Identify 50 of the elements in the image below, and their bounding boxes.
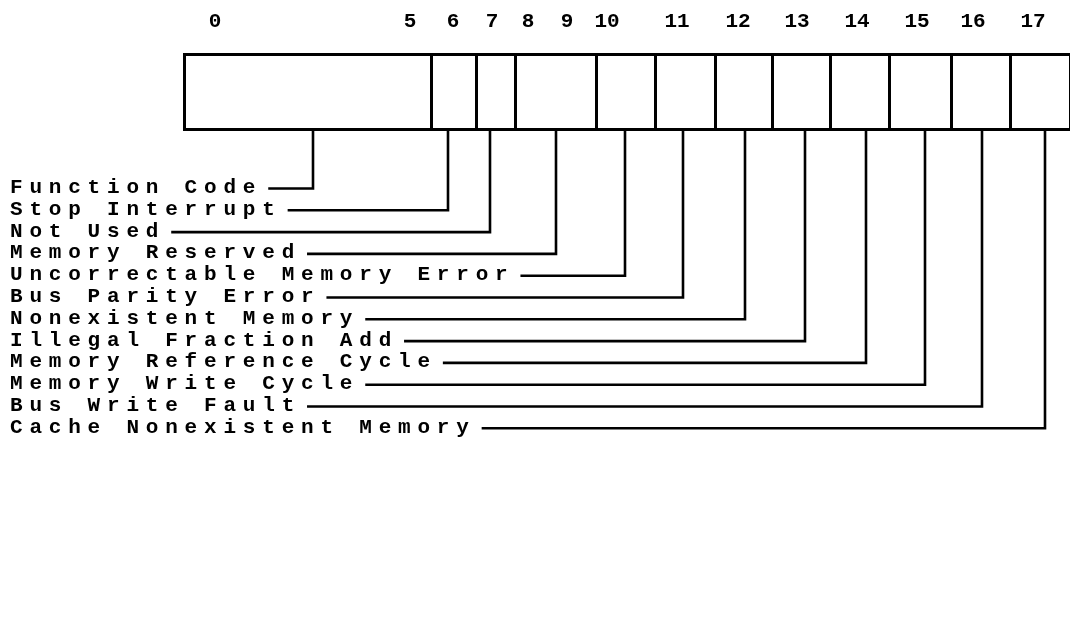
bit-field-box <box>654 53 717 131</box>
field-description: Cache Nonexistent Memory <box>10 416 476 438</box>
bit-number: 13 <box>784 10 810 34</box>
bit-number: 8 <box>521 10 535 34</box>
bit-number: 5 <box>403 10 417 34</box>
leader-line <box>326 131 685 299</box>
leader-line <box>404 131 807 343</box>
field-description: Memory Reference Cycle <box>10 351 437 373</box>
bit-number: 14 <box>844 10 870 34</box>
bit-field-box <box>888 53 953 131</box>
leader-line <box>520 131 627 277</box>
bit-number: 15 <box>904 10 930 34</box>
bit-field-box <box>771 53 832 131</box>
bit-field-box <box>430 53 478 131</box>
bit-field-box <box>714 53 774 131</box>
leader-line <box>442 131 868 365</box>
bit-field-box <box>475 53 517 131</box>
leader-line <box>171 131 492 234</box>
field-description: Bus Parity Error <box>10 286 321 307</box>
bit-number: 0 <box>208 10 222 34</box>
field-description: Function Code <box>10 177 263 198</box>
leader-line <box>268 131 315 190</box>
bit-number: 17 <box>1020 10 1046 34</box>
bit-number: 10 <box>594 10 620 34</box>
bit-number: 6 <box>446 10 460 34</box>
bit-number: 7 <box>485 10 499 34</box>
leader-line <box>365 131 927 386</box>
bit-field-box <box>950 53 1012 131</box>
bit-number: 11 <box>664 10 690 34</box>
field-description: Memory Reserved <box>10 242 302 264</box>
bit-field-box <box>1009 53 1070 131</box>
field-description: Memory Write Cycle <box>10 373 360 395</box>
bit-number: 9 <box>560 10 574 34</box>
bit-number: 12 <box>725 10 751 34</box>
field-description: Illegal Fraction Add <box>10 329 399 351</box>
field-description: Uncorrectable Memory Error <box>10 264 515 286</box>
field-description: Nonexistent Memory <box>10 307 360 329</box>
bit-field-box <box>595 53 657 131</box>
leader-line <box>365 131 747 321</box>
leader-line <box>287 131 450 212</box>
field-description: Bus Write Fault <box>10 395 302 416</box>
bit-field-box <box>514 53 598 131</box>
leader-line <box>481 131 1047 430</box>
leader-line <box>307 131 558 256</box>
leader-line <box>307 131 984 408</box>
bit-field-box <box>183 53 433 131</box>
bit-field-box <box>829 53 891 131</box>
field-description: Not Used <box>10 220 166 242</box>
field-description: Stop Interrupt <box>10 198 282 220</box>
bit-number: 16 <box>960 10 986 34</box>
